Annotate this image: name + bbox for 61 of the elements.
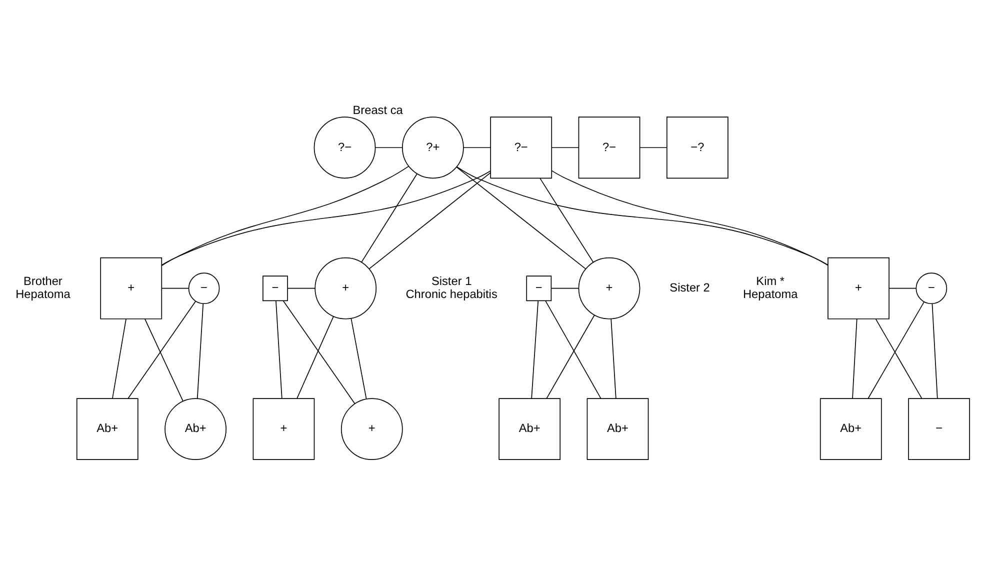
node-circle: + bbox=[578, 257, 640, 320]
connector bbox=[196, 303, 204, 399]
node-box: + bbox=[100, 257, 162, 320]
connector bbox=[456, 166, 586, 270]
node-circle: − bbox=[188, 272, 220, 304]
connector bbox=[161, 166, 410, 266]
connector bbox=[610, 318, 616, 399]
connector bbox=[545, 300, 602, 399]
connector bbox=[540, 178, 594, 263]
connector bbox=[287, 288, 316, 289]
connector bbox=[112, 318, 126, 399]
node-label: Sister 2 bbox=[670, 280, 710, 294]
node-circle: ?− bbox=[314, 116, 376, 179]
node-box: Ab+ bbox=[820, 398, 882, 460]
node-circle: + bbox=[314, 257, 377, 320]
node-box: − bbox=[262, 276, 288, 302]
connector bbox=[551, 147, 580, 148]
connector bbox=[932, 303, 938, 399]
connector bbox=[375, 147, 403, 148]
node-box: ?− bbox=[578, 116, 640, 179]
node-box: −? bbox=[666, 116, 728, 179]
connector bbox=[640, 147, 668, 148]
node-label: Kim * bbox=[756, 274, 785, 288]
node-label: Hepatoma bbox=[16, 286, 70, 301]
connector bbox=[546, 314, 595, 399]
connector bbox=[368, 172, 491, 270]
node-label: Brother bbox=[24, 274, 62, 288]
connector bbox=[361, 174, 418, 263]
connector bbox=[852, 318, 858, 399]
connector bbox=[531, 300, 539, 399]
connector bbox=[888, 288, 916, 289]
connector bbox=[161, 288, 189, 289]
node-label: Sister 1 bbox=[431, 274, 472, 288]
connector bbox=[550, 288, 580, 289]
node-box: Ab+ bbox=[498, 398, 561, 460]
node-box: + bbox=[828, 257, 890, 320]
node-box: ?− bbox=[490, 116, 552, 179]
node-label: Hepatoma bbox=[742, 286, 798, 301]
connector bbox=[282, 300, 356, 404]
connector bbox=[456, 166, 828, 266]
connector bbox=[128, 300, 196, 399]
connector bbox=[296, 316, 334, 399]
connector bbox=[350, 318, 367, 400]
connector bbox=[463, 147, 491, 148]
node-box: Ab+ bbox=[76, 398, 138, 460]
node-box: − bbox=[908, 398, 970, 460]
node-box: + bbox=[252, 398, 315, 460]
node-label: Breast ca bbox=[352, 102, 403, 117]
connector bbox=[161, 170, 491, 266]
node-box: Ab+ bbox=[586, 398, 649, 460]
connector bbox=[875, 318, 922, 399]
node-circle: ?+ bbox=[402, 116, 464, 179]
connector bbox=[551, 170, 828, 266]
node-circle: + bbox=[340, 398, 403, 460]
node-label: Chronic hepabitis bbox=[406, 286, 498, 301]
node-circle: − bbox=[916, 272, 948, 304]
connector bbox=[144, 318, 184, 402]
connector bbox=[868, 301, 925, 399]
node-circle: Ab+ bbox=[164, 398, 226, 460]
node-box: − bbox=[526, 276, 552, 302]
connector bbox=[276, 300, 282, 399]
